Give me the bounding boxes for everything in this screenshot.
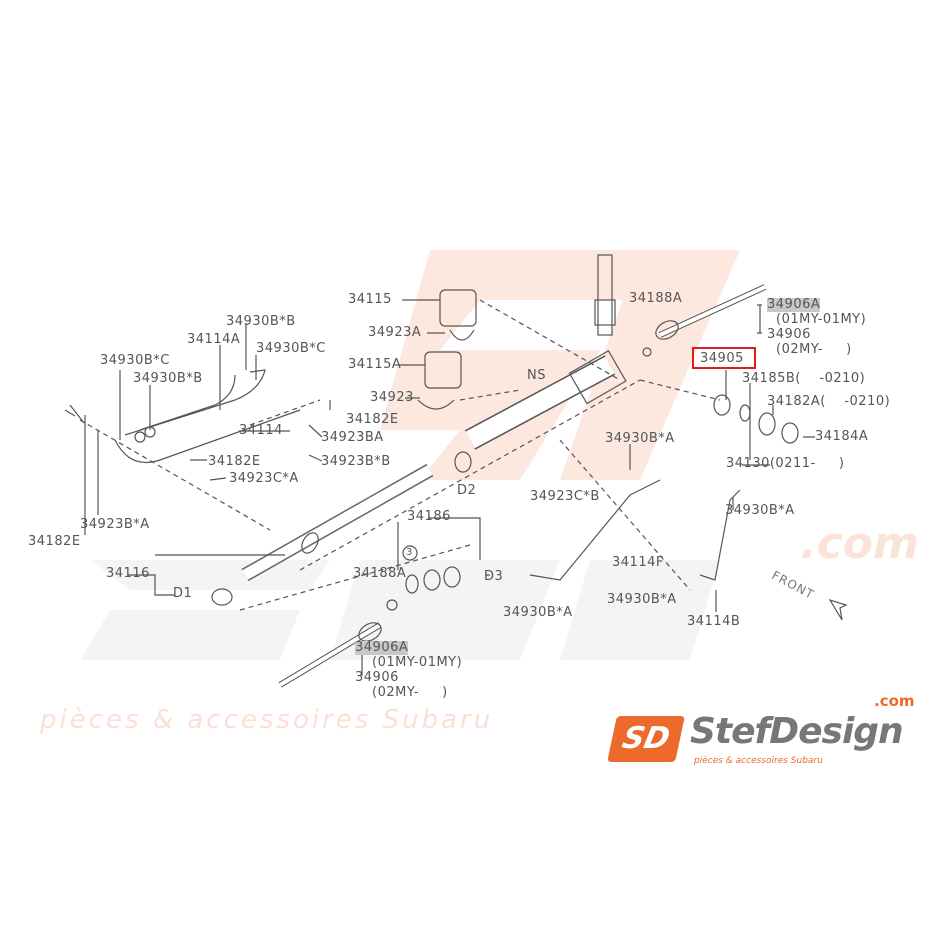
part-label-34923A: 34923A <box>368 325 422 340</box>
part-label-34923C-B: 34923C*B <box>530 489 600 504</box>
part-label-34906A[interactable]: 34906A <box>355 640 409 655</box>
part-label-34930B-B: 34930B*B <box>133 371 203 386</box>
watermark-subtitle: pièces & accessoires Subaru <box>40 705 494 735</box>
part-label-34906A[interactable]: 34906A <box>767 297 821 312</box>
model-year-range: (02MY- ) <box>372 685 448 700</box>
logo-name: StefDesign <box>690 711 904 752</box>
part-label-34923BA: 34923BA <box>321 430 384 445</box>
label-d3: D3 <box>484 569 504 584</box>
part-label-34905-highlighted[interactable]: 34905 <box>700 351 744 366</box>
part-label-34930B-C: 34930B*C <box>256 341 326 356</box>
part-label-34906: 34906 <box>355 670 399 685</box>
model-year-range: (01MY-01MY) <box>776 312 867 327</box>
model-year-range: (02MY- ) <box>776 342 852 357</box>
part-label-34182E: 34182E <box>208 454 261 469</box>
part-label-34115: 34115 <box>348 292 392 307</box>
part-label-34114: 34114 <box>239 423 283 438</box>
highlight-box <box>692 347 756 369</box>
part-label-34185B: 34185B( -0210) <box>742 371 866 386</box>
label-ns: NS <box>527 368 546 383</box>
circle-3-label: 3 <box>406 547 413 558</box>
part-label-34115A: 34115A <box>348 357 402 372</box>
part-label-34923C-A: 34923C*A <box>229 471 299 486</box>
logo-com: .com <box>874 692 915 710</box>
logo-mark: SD <box>607 716 685 762</box>
part-label-34114B: 34114B <box>687 614 741 629</box>
part-label-34130: 34130(0211- ) <box>726 456 845 471</box>
part-label-34184A: 34184A <box>815 429 869 444</box>
part-label-34188A: 34188A <box>629 291 683 306</box>
label-d1: D1 <box>173 586 193 601</box>
part-label-34930B-A: 34930B*A <box>725 503 795 518</box>
part-label-34930B-A: 34930B*A <box>503 605 573 620</box>
part-label-34182E: 34182E <box>346 412 399 427</box>
part-label-34930B-C: 34930B*C <box>100 353 170 368</box>
part-label-34923B-B: 34923B*B <box>321 454 391 469</box>
part-label-34186: 34186 <box>407 509 451 524</box>
part-label-34182A: 34182A( -0210) <box>767 394 891 409</box>
part-label-34930B-A: 34930B*A <box>605 431 675 446</box>
part-label-34930B-A: 34930B*A <box>607 592 677 607</box>
model-year-range: (01MY-01MY) <box>372 655 463 670</box>
watermark-url: .com <box>800 518 919 569</box>
part-label-34188A: 34188A <box>353 566 407 581</box>
stefdesign-logo[interactable]: SD StefDesign .com pièces & accessoires … <box>607 692 922 776</box>
part-label-34182E: 34182E <box>28 534 81 549</box>
part-label-34923B-A: 34923B*A <box>80 517 150 532</box>
part-label-34906: 34906 <box>767 327 811 342</box>
part-label-34114A: 34114A <box>187 332 241 347</box>
part-label-34923: 34923 <box>370 390 414 405</box>
part-label-34114F: 34114F <box>612 555 664 570</box>
logo-tagline: pièces & accessoires Subaru <box>694 756 823 766</box>
label-d2: D2 <box>457 483 477 498</box>
part-label-34930B-B: 34930B*B <box>226 314 296 329</box>
part-label-34116: 34116 <box>106 566 150 581</box>
